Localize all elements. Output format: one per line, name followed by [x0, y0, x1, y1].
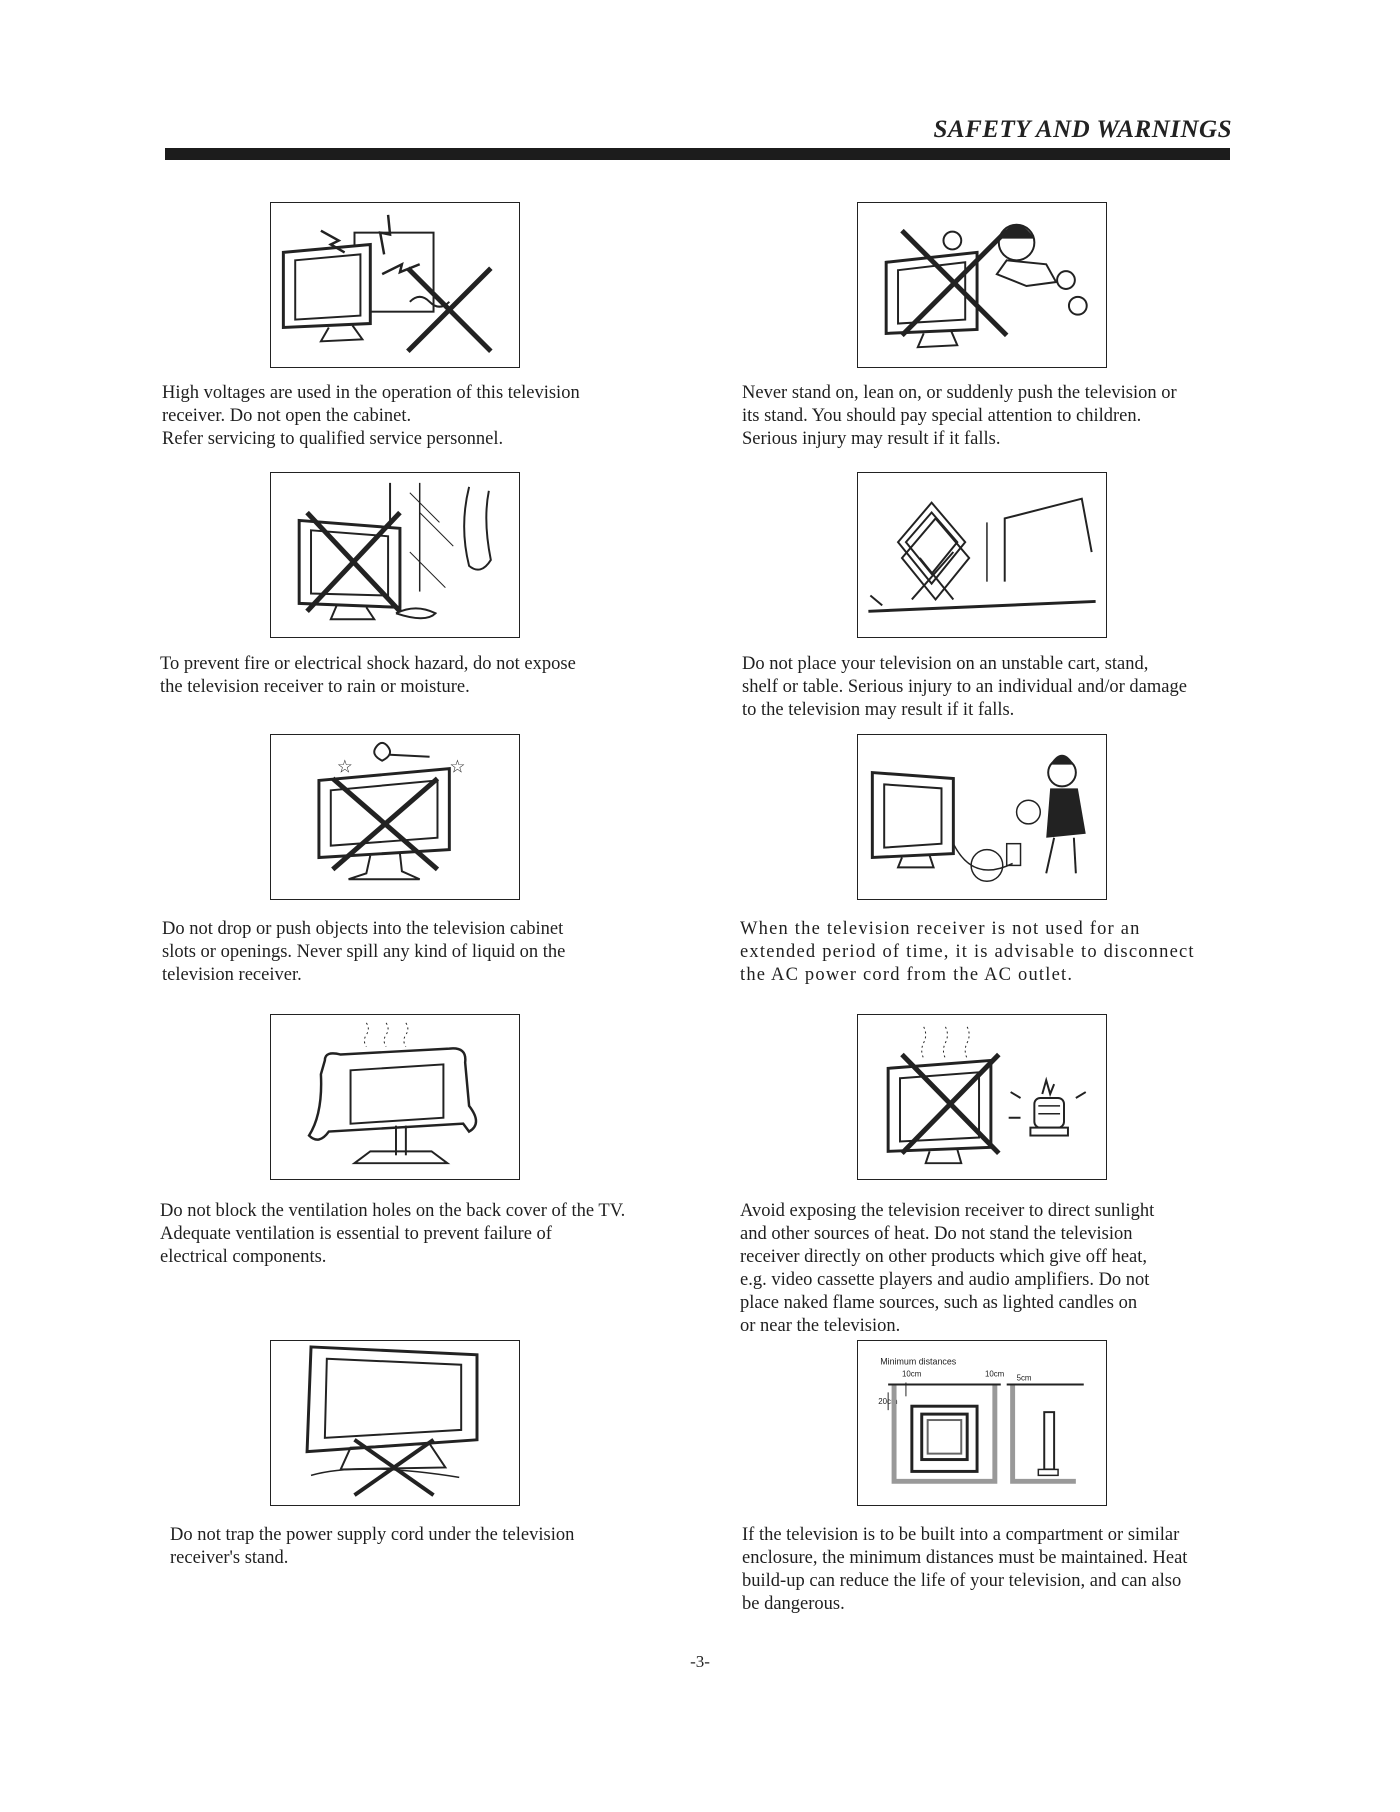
- warning-text: Do not trap the power supply cord under …: [170, 1525, 575, 1568]
- distance-label-top-right: 10cm: [985, 1370, 1005, 1379]
- page-title: SAFETY AND WARNINGS: [933, 116, 1232, 143]
- distance-label-top-left: 10cm: [902, 1370, 922, 1379]
- warning-text: Never stand on, lean on, or suddenly pus…: [742, 383, 1177, 449]
- warning-text: To prevent fire or electrical shock haza…: [160, 654, 576, 697]
- trapped-cord-icon: [270, 1340, 520, 1506]
- warning-text: Do not drop or push objects into the tel…: [162, 919, 566, 985]
- covered-tv-icon: [270, 1014, 520, 1180]
- high-voltage-icon: [270, 202, 520, 368]
- page-number: -3-: [690, 1652, 710, 1671]
- warning-text: High voltages are used in the operation …: [162, 383, 580, 449]
- minimum-distances-icon: Minimum distances 10cm 10cm 5cm 20cm: [857, 1340, 1107, 1506]
- distance-label-side: 5cm: [1017, 1374, 1032, 1383]
- header-rule: [165, 148, 1230, 160]
- warning-text: If the television is to be built into a …: [742, 1525, 1188, 1614]
- objects-liquid-icon: ☆ ☆: [270, 734, 520, 900]
- heat-source-icon: [857, 1014, 1107, 1180]
- child-pushing-tv-icon: [857, 202, 1107, 368]
- svg-text:☆: ☆: [337, 757, 353, 777]
- svg-text:☆: ☆: [449, 757, 465, 777]
- warning-text: Do not block the ventilation holes on th…: [160, 1201, 626, 1267]
- warning-text: Do not place your television on an unsta…: [742, 654, 1187, 720]
- unstable-stand-icon: [857, 472, 1107, 638]
- unplug-power-cord-icon: [857, 734, 1107, 900]
- min-distances-title: Minimum distances: [880, 1357, 957, 1367]
- rain-moisture-icon: [270, 472, 520, 638]
- warning-text: When the television receiver is not used…: [740, 919, 1195, 985]
- warning-text: Avoid exposing the television receiver t…: [740, 1201, 1155, 1336]
